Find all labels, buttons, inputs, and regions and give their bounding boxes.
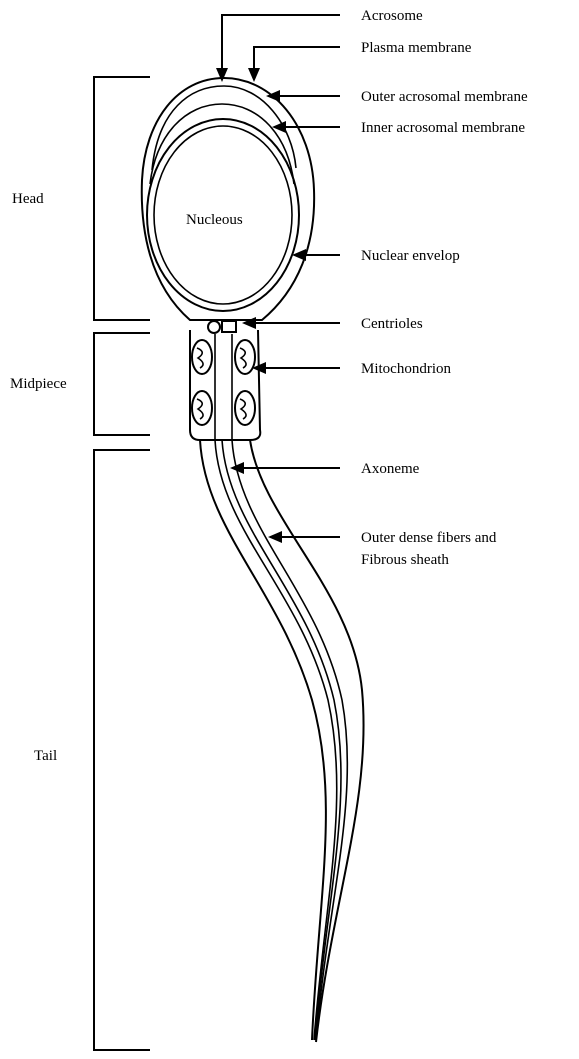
head-label: Head (12, 191, 44, 207)
label-plasma-membrane: Plasma membrane (361, 40, 472, 56)
pointer-inner-acrosomal-membrane (272, 121, 340, 133)
label-mitochondrion: Mitochondrion (361, 361, 451, 377)
plasma-membrane-outline (142, 78, 314, 320)
pointer-outer-dense-fibers (268, 531, 340, 543)
pointer-nuclear-envelop (292, 249, 340, 261)
label-acrosome: Acrosome (361, 8, 423, 24)
pointer-outer-acrosomal-membrane (266, 90, 340, 102)
label-outer-dense-fibers-line2: Fibrous sheath (361, 552, 449, 568)
tail-outer-left (200, 440, 326, 1040)
mitochondrion (192, 340, 255, 425)
label-inner-acrosomal-membrane: Inner acrosomal membrane (361, 120, 525, 136)
pointer-centrioles (242, 317, 340, 329)
pointer-mitochondrion (252, 362, 340, 374)
pointer-axoneme (230, 462, 340, 474)
sperm-midpiece (190, 330, 260, 440)
midpiece-bracket (94, 333, 150, 435)
label-axoneme: Axoneme (361, 461, 420, 477)
tail-label: Tail (34, 748, 57, 764)
tail-bracket (94, 450, 150, 1050)
sperm-tail (200, 440, 364, 1042)
midpiece-label: Midpiece (10, 376, 67, 392)
nucleus-label: Nucleous (186, 212, 243, 228)
label-nuclear-envelop: Nuclear envelop (361, 248, 460, 264)
centrioles (208, 321, 236, 333)
pointer-acrosome (216, 15, 340, 82)
label-outer-dense-fibers-line1: Outer dense fibers and (361, 530, 497, 546)
sperm-head: Nucleous (142, 78, 314, 320)
pointer-plasma-membrane (248, 47, 340, 82)
label-centrioles: Centrioles (361, 316, 423, 332)
label-outer-acrosomal-membrane: Outer acrosomal membrane (361, 89, 528, 105)
